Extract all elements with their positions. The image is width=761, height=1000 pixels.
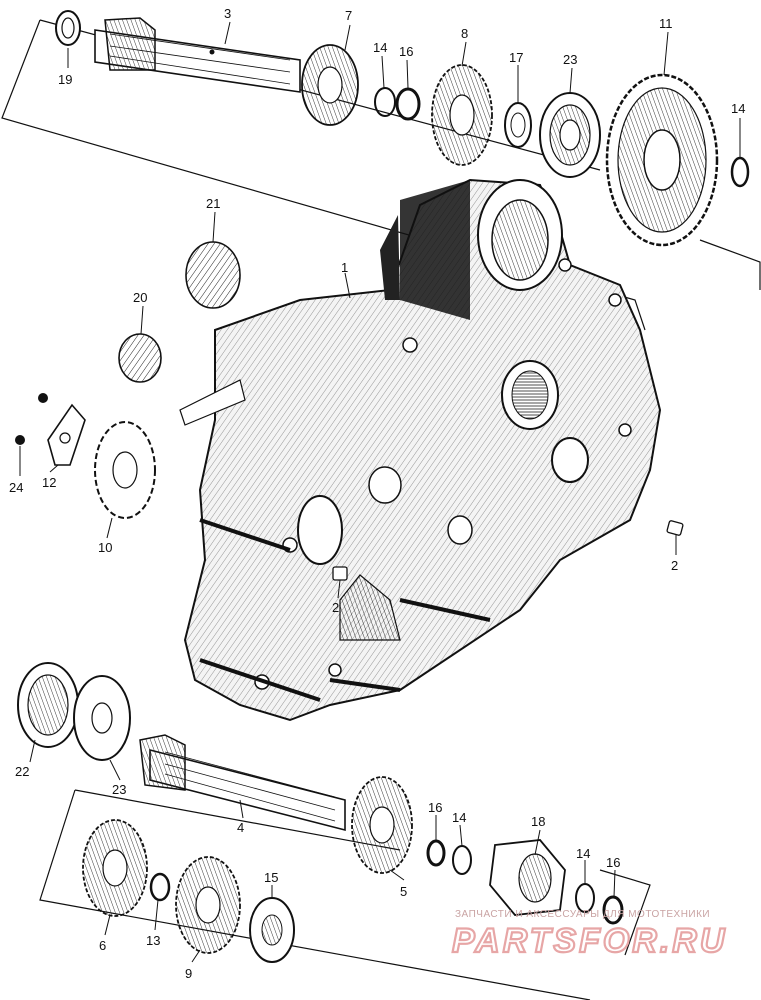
- callout-5: 5: [400, 884, 407, 899]
- gear-9: [175, 856, 241, 954]
- washer-16-upper: [395, 87, 421, 121]
- callout-labels: 1 2 2 2 3 4 5 6 7 8 9 10 11 12 13 14 14 …: [9, 6, 745, 981]
- leader-lines: [19, 21, 741, 963]
- callout-10: 10: [98, 540, 112, 555]
- callout-13: 13: [146, 933, 160, 948]
- watermark: ЗАПЧАСТИ И АКСЕССУАРЫ ДЛЯ МОТОТЕХНИКИ PA…: [451, 909, 727, 961]
- callout-16a: 16: [399, 44, 413, 59]
- callout-14a: 14: [373, 40, 387, 55]
- bearing-22: [17, 662, 79, 748]
- sprocket-plate-12: [47, 403, 86, 466]
- callout-2a: 2: [332, 600, 339, 615]
- gear-7: [301, 44, 359, 126]
- callout-12: 12: [42, 475, 56, 490]
- plug-20: [118, 333, 162, 383]
- crankcase-housing: [179, 178, 662, 722]
- main-shaft: [94, 17, 301, 93]
- bearing-23-upper: [539, 92, 601, 178]
- circlip-14-lower: [452, 845, 472, 875]
- callout-11: 11: [659, 16, 673, 31]
- callout-19: 19: [58, 72, 72, 87]
- circlip-14-right: [730, 156, 750, 188]
- callout-20: 20: [133, 290, 147, 305]
- callout-8: 8: [461, 26, 468, 41]
- callout-23b: 23: [112, 782, 126, 797]
- bearing-23-lower: [73, 675, 131, 761]
- gear-5: [351, 776, 413, 874]
- callout-21: 21: [206, 196, 220, 211]
- callout-24: 24: [9, 480, 23, 495]
- callout-9: 9: [185, 966, 192, 981]
- dowel-pins: [332, 520, 684, 581]
- callout-18: 18: [531, 814, 545, 829]
- callout-14d: 14: [576, 846, 590, 861]
- callout-1: 1: [341, 260, 348, 275]
- countershaft: [139, 734, 346, 832]
- watermark-brand: PARTSFOR.RU: [452, 922, 727, 960]
- circlip-14-upper: [374, 87, 396, 117]
- bolt-24: [15, 393, 48, 445]
- callout-16b: 16: [428, 800, 442, 815]
- callout-7: 7: [345, 8, 352, 23]
- washer-16-lower: [426, 839, 446, 867]
- callout-3: 3: [224, 6, 231, 21]
- thrust-washer-19: [55, 10, 81, 46]
- callout-4: 4: [237, 820, 244, 835]
- circlip-14-far: [575, 883, 595, 913]
- callout-6: 6: [99, 938, 106, 953]
- drive-sprocket-10: [94, 421, 156, 519]
- callout-14c: 14: [452, 810, 466, 825]
- plug-21: [185, 241, 241, 309]
- lower-shaft-frame: [39, 789, 651, 1000]
- circlip-13: [149, 872, 171, 902]
- callout-2b: 2: [671, 558, 678, 573]
- callout-15: 15: [264, 870, 278, 885]
- washer-16-far: [602, 895, 624, 925]
- callout-17: 17: [509, 50, 523, 65]
- thrust-washer-15: [249, 897, 295, 963]
- gear-11: [605, 73, 719, 247]
- watermark-caption: ЗАПЧАСТИ И АКСЕССУАРЫ ДЛЯ МОТОТЕХНИКИ: [455, 909, 710, 920]
- callout-22: 22: [15, 764, 29, 779]
- callout-23a: 23: [563, 52, 577, 67]
- gear-8: [431, 64, 493, 166]
- callout-14b: 14: [731, 101, 745, 116]
- thrust-washer-17: [504, 102, 532, 148]
- shift-dog-18: [489, 839, 566, 916]
- callout-16c: 16: [606, 855, 620, 870]
- gear-6: [82, 819, 148, 917]
